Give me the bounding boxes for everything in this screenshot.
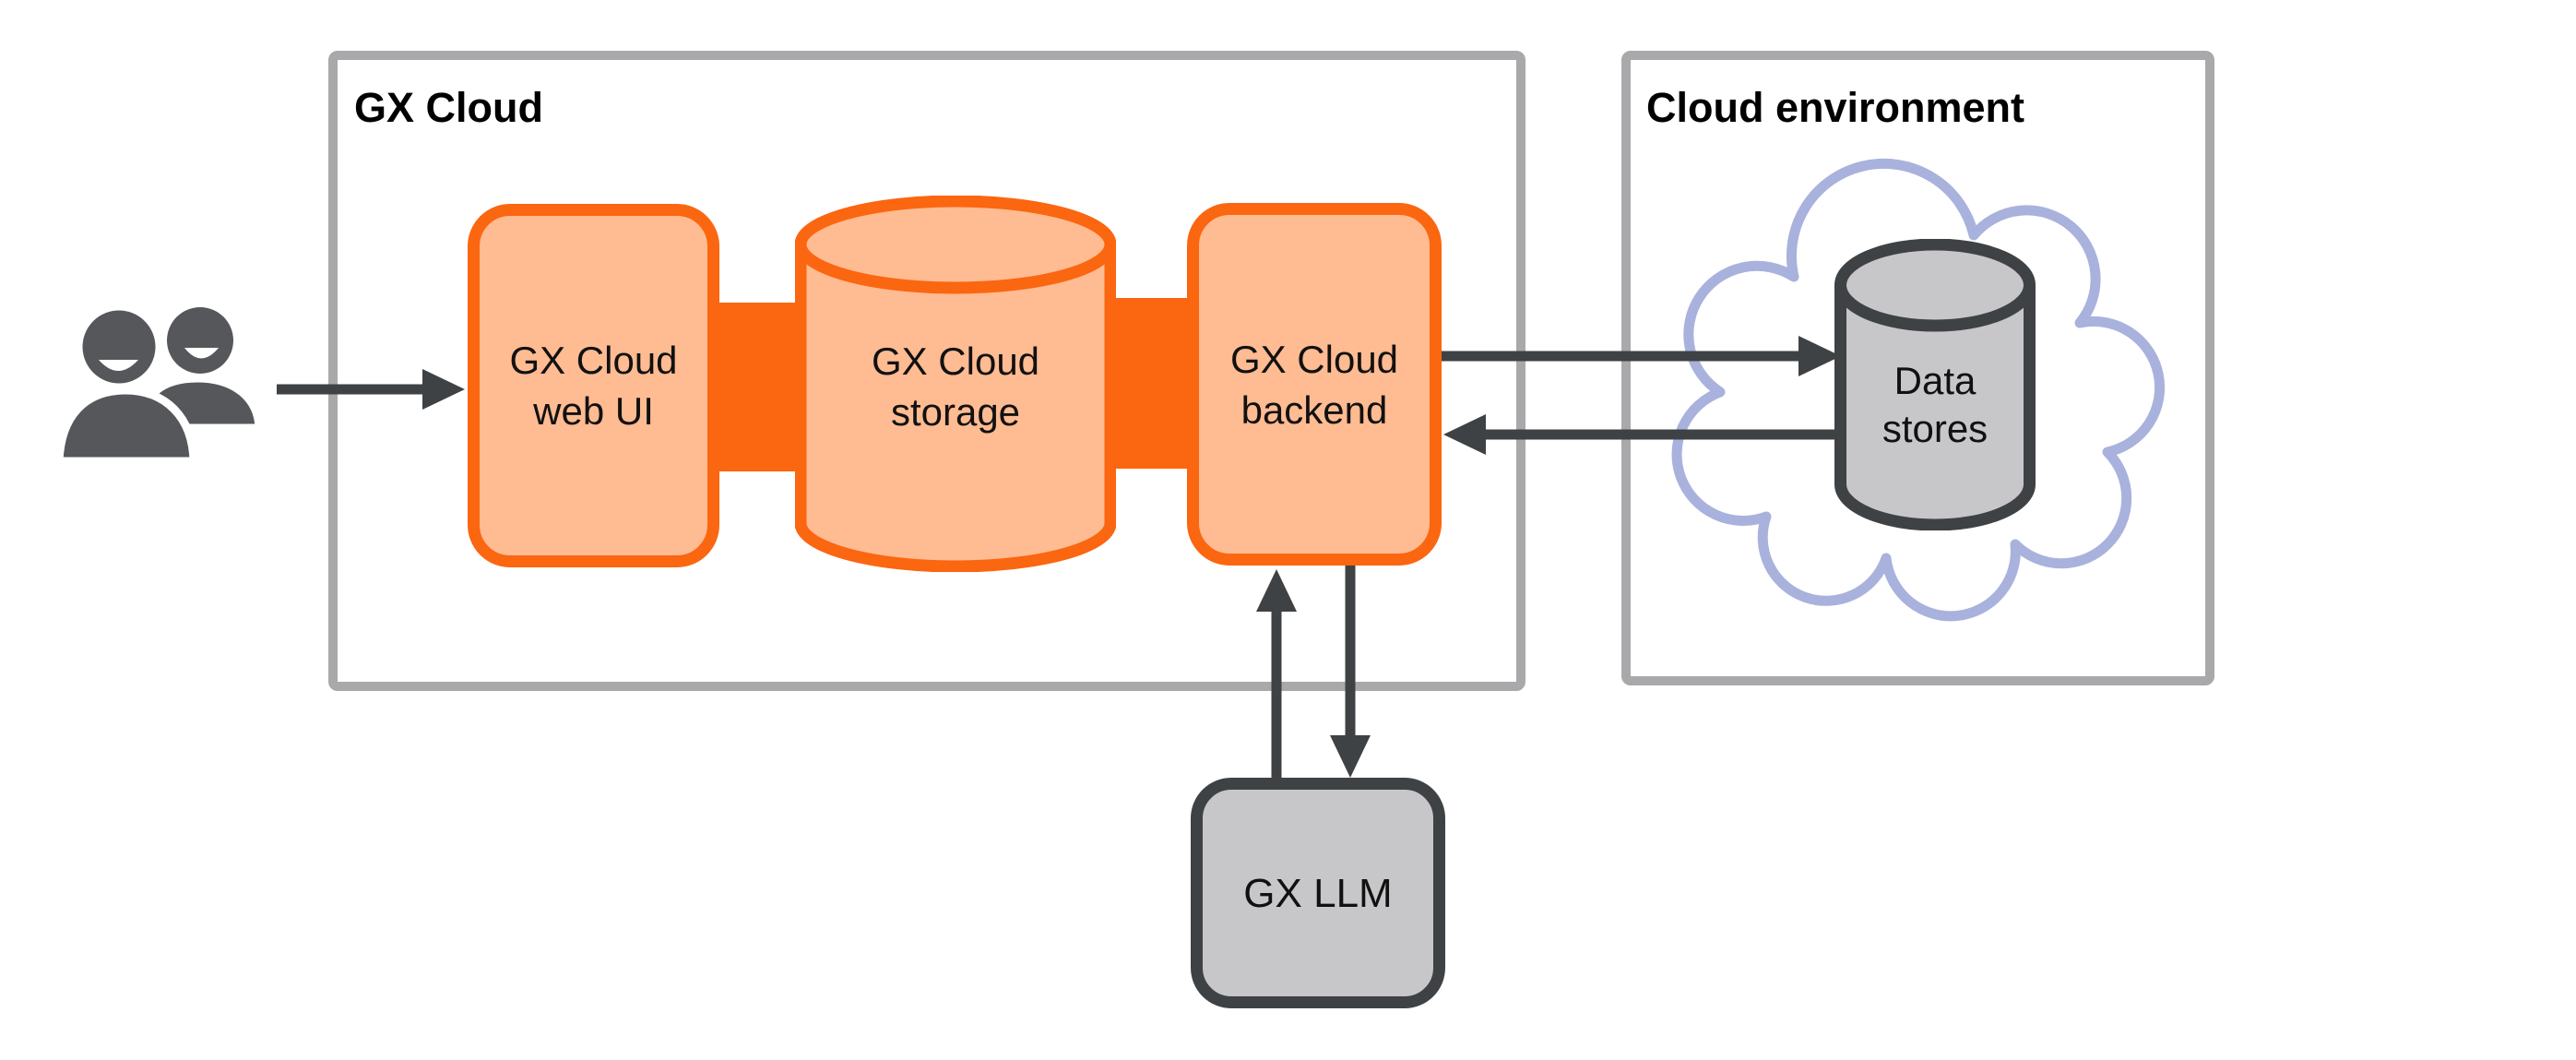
node-label-line: stores: [1882, 407, 1988, 450]
node-label-line: GX LLM: [1243, 870, 1393, 916]
connector-storage-backend: [1105, 298, 1197, 469]
database-cylinder-icon: [1834, 239, 2036, 530]
node-label-line: storage: [890, 390, 1021, 434]
database-cylinder-icon: [795, 196, 1116, 572]
gx-cloud-title: GX Cloud: [354, 84, 543, 131]
node-gx-cloud-web-ui: GX Cloud web UI: [468, 204, 719, 567]
node-data-stores: Data stores: [1834, 239, 2036, 530]
cloud-environment-title: Cloud environment: [1646, 84, 2025, 131]
node-label-line: GX Cloud: [509, 339, 678, 382]
cloud-environment-container: [1621, 51, 2214, 685]
node-gx-cloud-storage: GX Cloud storage: [795, 196, 1116, 572]
gx-cloud-container: [328, 51, 1525, 691]
node-label-line: GX Cloud: [871, 339, 1040, 383]
node-label: Data stores: [1834, 239, 2036, 530]
node-label-line: web UI: [533, 389, 654, 433]
node-label-line: GX Cloud: [1229, 337, 1399, 381]
node-label-line: backend: [1241, 387, 1388, 432]
node-label: GX Cloud storage: [795, 196, 1116, 572]
connector-webui-storage: [712, 303, 804, 471]
node-label-line: Data: [1893, 359, 1977, 402]
users-icon: [54, 302, 264, 467]
node-gx-cloud-backend: GX Cloud backend: [1187, 203, 1442, 566]
node-gx-llm: GX LLM: [1191, 778, 1445, 1008]
